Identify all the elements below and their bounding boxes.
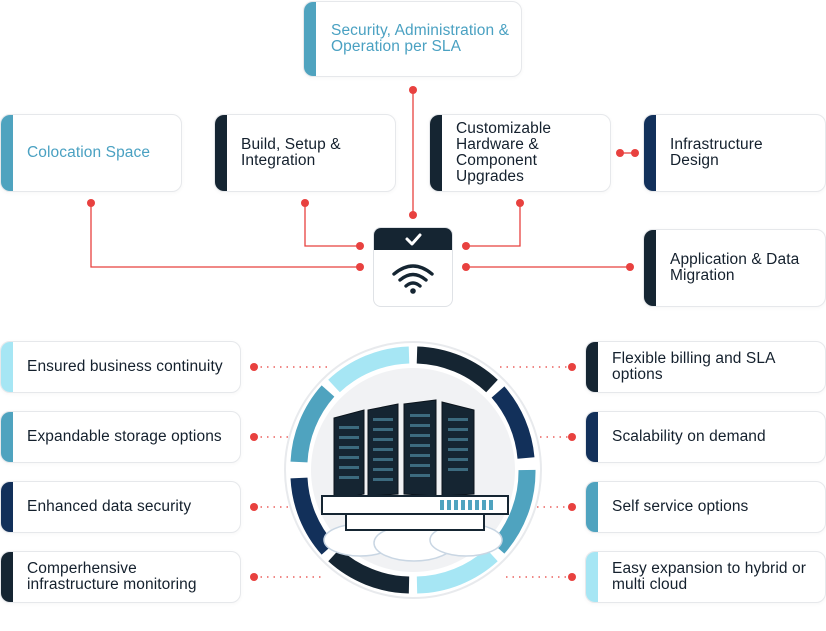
feature-card-right-3: Self service options bbox=[585, 481, 826, 533]
build-label: Build, Setup & Integration bbox=[241, 136, 341, 169]
security-card: Security, Administration & Operation per… bbox=[303, 1, 522, 77]
feature-card-right-1: Flexible billing and SLA options bbox=[585, 341, 826, 393]
card-accent-bar bbox=[644, 115, 656, 191]
card-accent-bar bbox=[430, 115, 442, 191]
ring-segments bbox=[290, 346, 536, 594]
feature-label: Scalability on demand bbox=[612, 428, 766, 445]
feature-label: Expandable storage options bbox=[27, 428, 222, 445]
hub-header bbox=[374, 228, 452, 250]
infra-design-label: Infrastructure Design bbox=[670, 136, 763, 169]
card-accent-bar bbox=[586, 412, 598, 462]
feature-card-left-1: Ensured business continuity bbox=[0, 341, 241, 393]
card-accent-bar bbox=[586, 482, 598, 532]
hub-device bbox=[373, 227, 453, 307]
feature-label: Comperhensive infrastructure monitoring bbox=[27, 560, 197, 593]
card-accent-bar bbox=[1, 115, 13, 191]
card-accent-bar bbox=[586, 342, 598, 392]
security-label: Security, Administration & Operation per… bbox=[331, 22, 510, 55]
migration-label: Application & Data Migration bbox=[670, 251, 800, 284]
feature-label: Enhanced data security bbox=[27, 498, 192, 515]
feature-label: Ensured business continuity bbox=[27, 358, 223, 375]
card-accent-bar bbox=[644, 230, 656, 306]
card-accent-bar bbox=[586, 552, 598, 602]
server-rack-icon bbox=[321, 399, 509, 531]
feature-card-right-2: Scalability on demand bbox=[585, 411, 826, 463]
feature-card-left-3: Enhanced data security bbox=[0, 481, 241, 533]
card-accent-bar bbox=[304, 2, 316, 76]
feature-label: Flexible billing and SLA options bbox=[612, 350, 775, 383]
colocation-card: Colocation Space bbox=[0, 114, 182, 192]
hardware-label: Customizable Hardware & Component Upgrad… bbox=[456, 120, 552, 185]
wifi-check-icon bbox=[392, 233, 434, 294]
card-accent-bar bbox=[1, 552, 13, 602]
feature-card-left-2: Expandable storage options bbox=[0, 411, 241, 463]
feature-card-left-4: Comperhensive infrastructure monitoring bbox=[0, 551, 241, 603]
build-card: Build, Setup & Integration bbox=[214, 114, 396, 192]
feature-label: Self service options bbox=[612, 498, 749, 515]
hardware-card: Customizable Hardware & Component Upgrad… bbox=[429, 114, 611, 192]
feature-card-right-4: Easy expansion to hybrid or multi cloud bbox=[585, 551, 826, 603]
card-accent-bar bbox=[1, 482, 13, 532]
infra-design-card: Infrastructure Design bbox=[643, 114, 826, 192]
feature-label: Easy expansion to hybrid or multi cloud bbox=[612, 560, 806, 593]
card-accent-bar bbox=[1, 342, 13, 392]
card-accent-bar bbox=[1, 412, 13, 462]
card-accent-bar bbox=[215, 115, 227, 191]
migration-card: Application & Data Migration bbox=[643, 229, 826, 307]
colocation-label: Colocation Space bbox=[27, 144, 151, 161]
